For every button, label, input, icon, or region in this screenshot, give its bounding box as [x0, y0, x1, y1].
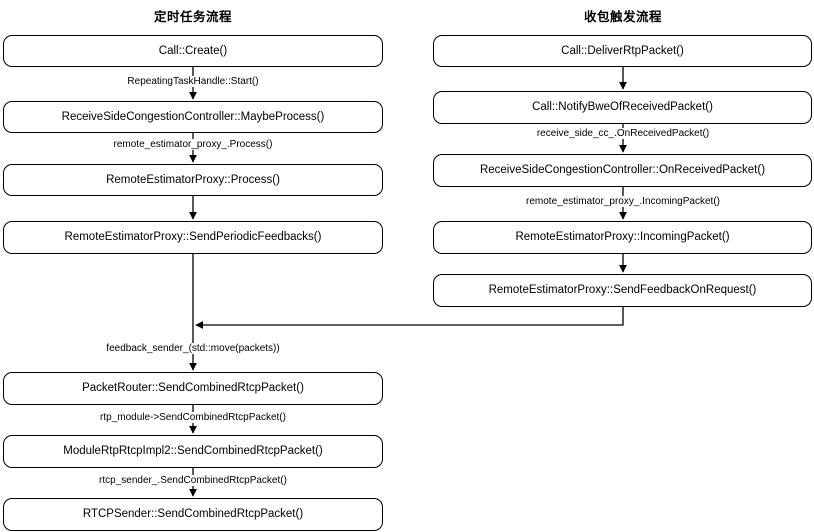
edge-label-receive-side-cc-onreceivedpacket: receive_side_cc_.OnReceivedPacket() — [534, 128, 712, 139]
edge-label-remote-estimator-proxy-process: remote_estimator_proxy_.Process() — [111, 139, 275, 150]
column-title-timer-flow: 定时任务流程 — [153, 10, 232, 24]
connector-merge-elbow — [195, 307, 624, 329]
edge-label-rtcp-sender-sendcombinedrtcppacket: rtcp_sender_.SendCombinedRtcpPacket() — [97, 475, 289, 486]
edge-label-repeatingtaskhandle-start: RepeatingTaskHandle::Start() — [125, 76, 261, 87]
column-title-packet-flow: 收包触发流程 — [583, 10, 662, 24]
node-modulertprtcpimpl2-sendcombinedrtcppacket[interactable]: ModuleRtpRtcpImpl2::SendCombinedRtcpPack… — [3, 435, 383, 468]
node-rscc-maybeprocess[interactable]: ReceiveSideCongestionController::MaybePr… — [3, 101, 383, 133]
node-rep-incomingpacket[interactable]: RemoteEstimatorProxy::IncomingPacket() — [433, 221, 812, 254]
edge-label-remote-estimator-proxy-incomingpacket: remote_estimator_proxy_.IncomingPacket() — [524, 196, 722, 207]
node-call-create[interactable]: Call::Create() — [3, 35, 383, 67]
node-rscc-onreceivedpacket[interactable]: ReceiveSideCongestionController::OnRecei… — [433, 154, 812, 187]
node-rep-sendfeedbackonrequest[interactable]: RemoteEstimatorProxy::SendFeedbackOnRequ… — [433, 274, 812, 307]
node-call-deliverrtppacket[interactable]: Call::DeliverRtpPacket() — [433, 35, 812, 67]
edge-label-feedback-sender-move-packets: feedback_sender_(std::move(packets)) — [104, 343, 282, 354]
node-packetrouter-sendcombinedrtcppacket[interactable]: PacketRouter::SendCombinedRtcpPacket() — [3, 372, 383, 405]
node-rep-process[interactable]: RemoteEstimatorProxy::Process() — [3, 164, 383, 196]
node-rtcpsender-sendcombinedrtcppacket[interactable]: RTCPSender::SendCombinedRtcpPacket() — [3, 498, 383, 531]
node-call-notifybweofreceivedpacket[interactable]: Call::NotifyBweOfReceivedPacket() — [433, 91, 812, 124]
node-rep-sendperiodicfeedbacks[interactable]: RemoteEstimatorProxy::SendPeriodicFeedba… — [3, 221, 383, 254]
edge-label-rtp-module-sendcombinedrtcppacket: rtp_module->SendCombinedRtcpPacket() — [98, 412, 288, 423]
